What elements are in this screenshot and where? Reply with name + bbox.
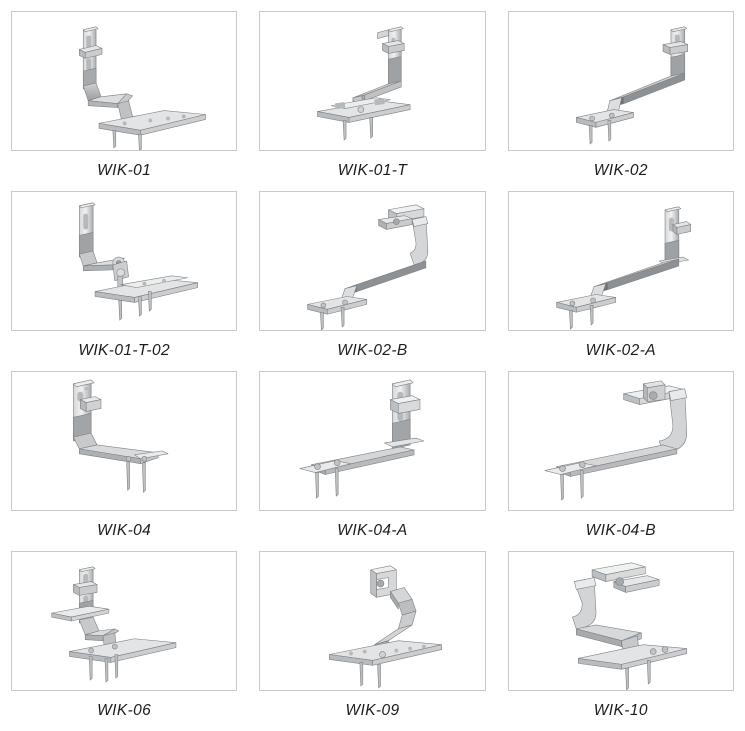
roof-hook-render [544, 380, 687, 501]
product-image-frame[interactable] [259, 191, 486, 331]
roof-hook-render [307, 204, 429, 330]
product-cell[interactable]: WIK-01 [11, 11, 238, 187]
roof-hook-render [299, 379, 425, 499]
product-label: WIK-02-B [337, 342, 408, 359]
product-label: WIK-10 [593, 702, 648, 719]
product-image-frame[interactable] [259, 551, 486, 691]
product-image-frame[interactable] [507, 11, 734, 151]
roof-hook-render [555, 206, 691, 330]
product-image-frame[interactable] [259, 371, 486, 511]
product-image-frame[interactable] [11, 551, 238, 691]
product-image-frame[interactable] [259, 11, 486, 151]
product-label: WIK-02 [593, 162, 648, 179]
product-label: WIK-04-A [337, 522, 408, 539]
roof-hook-render [79, 26, 206, 150]
roof-hook-render [329, 565, 443, 689]
roof-hook-render [317, 26, 411, 141]
product-cell[interactable]: WIK-02-B [259, 191, 486, 367]
roof-hook-render [571, 562, 687, 690]
product-image-frame[interactable] [11, 11, 238, 151]
product-image-frame[interactable] [11, 371, 238, 511]
product-cell[interactable]: WIK-02-A [507, 191, 734, 367]
product-image-frame[interactable] [11, 191, 238, 331]
product-cell[interactable]: WIK-04-B [507, 371, 734, 547]
product-cell[interactable]: WIK-10 [507, 551, 734, 727]
product-image-frame[interactable] [507, 371, 734, 511]
product-label: WIK-02-A [585, 342, 657, 359]
roof-hook-render [79, 202, 198, 321]
product-label: WIK-01 [97, 162, 152, 179]
product-cell[interactable]: WIK-01-T-02 [11, 191, 238, 367]
product-label: WIK-04 [97, 522, 152, 539]
product-label: WIK-04-B [585, 522, 657, 539]
product-cell[interactable]: WIK-09 [259, 551, 486, 727]
product-label: WIK-09 [345, 702, 400, 719]
product-cell[interactable]: WIK-04 [11, 371, 238, 547]
product-label: WIK-01-T-02 [78, 342, 170, 359]
product-image-frame[interactable] [507, 191, 734, 331]
product-cell[interactable]: WIK-06 [11, 551, 238, 727]
product-cell[interactable]: WIK-02 [507, 11, 734, 187]
product-cell[interactable]: WIK-04-A [259, 371, 486, 547]
product-cell[interactable]: WIK-01-T [259, 11, 486, 187]
product-label: WIK-01-T [337, 162, 408, 179]
product-label: WIK-06 [97, 702, 152, 719]
product-image-frame[interactable] [507, 551, 734, 691]
roof-hook-render [51, 566, 177, 683]
roof-hook-render [575, 26, 688, 145]
roof-hook-render [73, 379, 169, 493]
